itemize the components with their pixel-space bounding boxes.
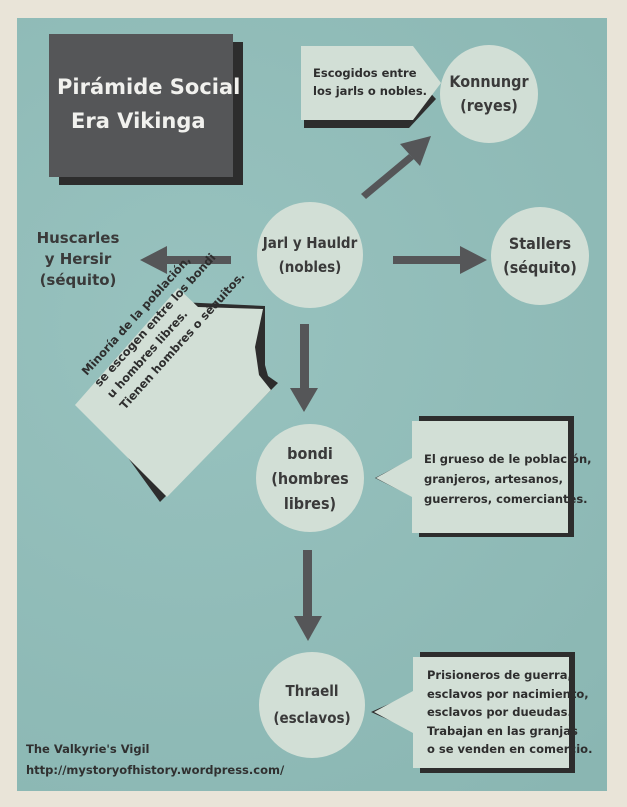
credit-blog-name: The Valkyrie's Vigil <box>26 742 150 756</box>
node-jarl: Jarl y Hauldr (nobles) <box>257 202 363 308</box>
node-konnungr-label: Konnungr (reyes) <box>449 72 529 115</box>
arrow-to-konnungr <box>361 136 431 199</box>
node-jarl-label: Jarl y Hauldr (nobles) <box>262 234 358 276</box>
node-stallers-label: Stallers (séquito) <box>503 234 577 277</box>
bondi-callout-shape <box>375 416 574 537</box>
arrow-to-huscarles <box>140 246 231 274</box>
jarl-callout-shape <box>75 288 278 502</box>
note-konnungr: Escogidos entre los jarls o nobles. <box>313 66 428 98</box>
node-thraell-label: Thraell (esclavos) <box>273 682 351 727</box>
title-box: Pirámide Social Era Vikinga <box>49 34 240 177</box>
node-huscarles-label: Huscarles y Hersir (séquito) <box>36 229 120 289</box>
arrow-to-stallers <box>393 246 487 274</box>
node-bondi: bondi (hombres libres) <box>256 424 364 532</box>
title-line-1: Pirámide Social <box>57 75 241 99</box>
credit-url[interactable]: http://mystoryofhistory.wordpress.com/ <box>26 763 285 777</box>
node-konnungr: Konnungr (reyes) <box>440 45 538 143</box>
thraell-callout-shape <box>371 652 575 773</box>
arrow-to-bondi <box>290 324 318 412</box>
konnungr-callout-shape <box>301 46 441 128</box>
node-stallers: Stallers (séquito) <box>491 207 589 305</box>
note-bondi: El grueso de le población, granjeros, ar… <box>424 452 592 506</box>
arrows <box>140 136 487 641</box>
title-line-2: Era Vikinga <box>71 109 206 133</box>
note-thraell: Prisioneros de guerra, esclavos por naci… <box>427 668 593 756</box>
node-bondi-label: bondi (hombres libres) <box>271 443 349 513</box>
node-thraell: Thraell (esclavos) <box>259 652 365 758</box>
arrow-to-thraell <box>294 550 322 641</box>
